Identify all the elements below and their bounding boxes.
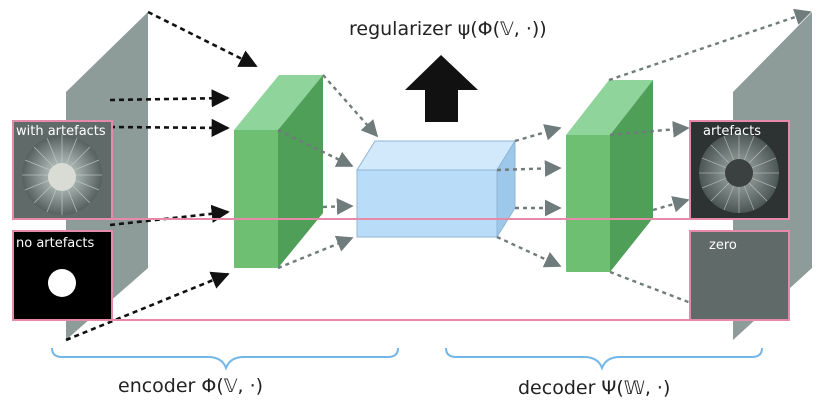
encoder-layer-block [234,75,323,268]
latent-space-block [356,139,516,239]
input-arrows [65,10,258,342]
decoder-layer-block [566,80,653,272]
no-artefacts-label: no artefacts [16,236,95,251]
panel-zero [690,231,789,320]
latent-to-decoder-arrows [496,124,562,268]
decoder-brace [445,347,763,371]
encoder-label: encoder Φ(𝕍, ·) [118,375,264,397]
regularizer-arrow [405,55,478,122]
decoder-label: decoder Ψ(𝕎, ·) [518,377,671,399]
panel-artefacts [690,121,789,219]
panel-with-artefacts [13,121,112,219]
encoder-brace [51,347,399,371]
pink-frames [12,120,790,321]
panel-no-artefacts [13,231,112,320]
encoder-to-latent-arrows [277,74,379,270]
with-artefacts-label: with artefacts [16,124,106,139]
zero-label: zero [709,238,737,253]
artefacts-label: artefacts [703,124,761,139]
regularizer-label: regularizer ψ(Φ(𝕍, ·)) [349,18,547,40]
